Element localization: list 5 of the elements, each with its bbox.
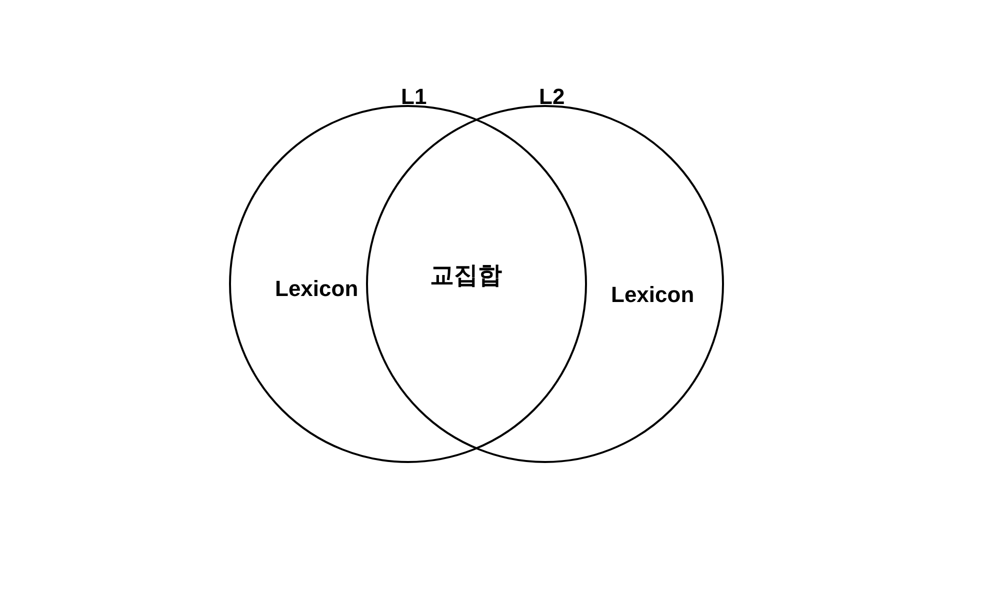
set-name: L2	[539, 86, 565, 108]
intersection-label: 교집합	[430, 264, 502, 288]
set-label: Lexicon	[275, 278, 358, 300]
set-label: Lexicon	[611, 284, 694, 306]
set-name: L1	[401, 86, 427, 108]
